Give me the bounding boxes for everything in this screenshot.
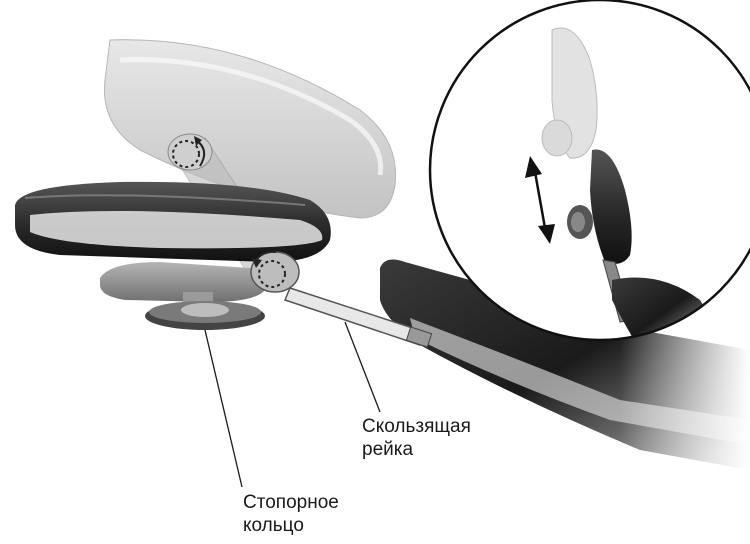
upper-pivot	[168, 134, 212, 170]
ring-leader-line	[205, 330, 242, 487]
lower-pivot	[251, 252, 299, 292]
sliding-rail-label-line1: Скользящая	[362, 415, 471, 438]
lock-ring-label-line2: кольцо	[243, 514, 339, 537]
lock-ring-label: Стопорное кольцо	[243, 491, 339, 537]
sliding-rail-label: Скользящая рейка	[362, 415, 471, 461]
rail-leader-line	[345, 322, 380, 412]
lock-ring-label-line1: Стопорное	[243, 491, 339, 514]
sliding-rail-label-line2: рейка	[362, 438, 471, 461]
headrest-pad	[15, 182, 331, 262]
